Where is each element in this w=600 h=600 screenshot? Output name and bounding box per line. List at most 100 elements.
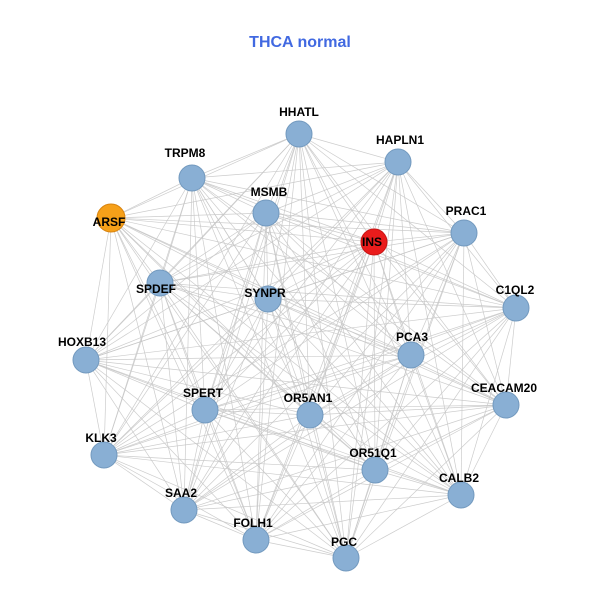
edge-HOXB13-CALB2 <box>85 359 462 496</box>
node-label-folh1: FOLH1 <box>233 516 273 530</box>
edge-OR5AN1-KLK3 <box>103 414 311 456</box>
edge-SPDEF-C1QL2 <box>159 282 517 309</box>
edge-PCA3-SPERT <box>204 354 412 411</box>
node-label-pca3: PCA3 <box>396 330 428 344</box>
edge-INS-CALB2 <box>373 241 462 496</box>
edge-INS-SYNPR <box>267 241 375 300</box>
edge-PCA3-SAA2 <box>183 354 412 511</box>
edge-HOXB13-OR51Q1 <box>85 359 376 471</box>
edge-SPERT-OR51Q1 <box>204 409 376 471</box>
node-label-ins: INS <box>362 235 382 249</box>
node-label-or51q1: OR51Q1 <box>349 446 397 460</box>
edge-PCA3-KLK3 <box>103 354 412 456</box>
node-label-spert: SPERT <box>183 386 224 400</box>
edge-FOLH1-PGC <box>255 539 347 559</box>
edge-KLK3-CALB2 <box>103 454 462 496</box>
edge-HOXB13-OR5AN1 <box>85 359 311 416</box>
edge-ARSF-OR51Q1 <box>110 217 376 471</box>
edge-TRPM8-ARSF <box>110 177 193 219</box>
edge-MSMB-OR51Q1 <box>265 212 376 471</box>
edge-CEACAM20-OR5AN1 <box>309 404 507 416</box>
edge-HHATL-HOXB13 <box>85 133 300 361</box>
node-layer <box>72 120 530 572</box>
node-msmb <box>252 199 280 227</box>
edge-PRAC1-FOLH1 <box>255 232 465 541</box>
edge-HOXB13-PGC <box>85 359 347 559</box>
edge-MSMB-SYNPR <box>265 212 269 300</box>
edge-HHATL-CEACAM20 <box>298 133 507 406</box>
edge-HHATL-HAPLN1 <box>298 133 399 163</box>
chart-title: THCA normal <box>249 34 351 51</box>
edge-TRPM8-C1QL2 <box>191 177 517 309</box>
edge-C1QL2-PCA3 <box>410 307 517 356</box>
edge-PCA3-CEACAM20 <box>410 354 507 406</box>
edge-HHATL-CALB2 <box>298 133 462 496</box>
node-pgc <box>332 544 360 572</box>
edge-SPDEF-SYNPR <box>159 282 269 300</box>
edge-HAPLN1-SYNPR <box>267 161 399 300</box>
edge-MSMB-CEACAM20 <box>265 212 507 406</box>
node-label-hapln1: HAPLN1 <box>376 133 424 147</box>
edge-CEACAM20-KLK3 <box>103 404 507 456</box>
node-calb2 <box>447 481 475 509</box>
edge-ARSF-C1QL2 <box>110 217 517 309</box>
edge-C1QL2-HOXB13 <box>85 307 517 361</box>
node-folh1 <box>242 526 270 554</box>
edge-HOXB13-CEACAM20 <box>85 359 507 406</box>
edge-CEACAM20-SPERT <box>204 404 507 411</box>
edge-SYNPR-HOXB13 <box>85 298 269 361</box>
node-or51q1 <box>361 456 389 484</box>
edge-HHATL-INS <box>298 133 375 243</box>
edge-INS-FOLH1 <box>255 241 375 541</box>
edge-PRAC1-C1QL2 <box>463 232 517 309</box>
edge-C1QL2-FOLH1 <box>255 307 517 541</box>
edge-HOXB13-SPERT <box>85 359 206 411</box>
edge-HAPLN1-SPERT <box>204 161 399 411</box>
edge-MSMB-PCA3 <box>265 212 412 356</box>
node-label-ceacam20: CEACAM20 <box>471 381 537 395</box>
edge-OR5AN1-PGC <box>309 414 347 559</box>
edge-HAPLN1-SPDEF <box>159 161 399 284</box>
edge-ARSF-INS <box>110 217 375 243</box>
edge-SYNPR-PCA3 <box>267 298 412 356</box>
edge-ARSF-KLK3 <box>103 217 112 456</box>
node-label-saa2: SAA2 <box>165 486 197 500</box>
edge-HAPLN1-PGC <box>345 161 399 559</box>
edge-INS-SAA2 <box>183 241 375 511</box>
edge-HAPLN1-OR51Q1 <box>374 161 399 471</box>
node-label-or5an1: OR5AN1 <box>284 391 333 405</box>
node-label-pgc: PGC <box>331 535 357 549</box>
edge-ARSF-CALB2 <box>110 217 462 496</box>
edge-OR51Q1-PGC <box>345 469 376 559</box>
edge-PCA3-HOXB13 <box>85 354 412 361</box>
edge-OR5AN1-OR51Q1 <box>309 414 376 471</box>
edge-HOXB13-SAA2 <box>85 359 185 511</box>
node-ins <box>360 228 388 256</box>
edge-ARSF-SPERT <box>110 217 206 411</box>
edge-ARSF-HOXB13 <box>85 217 112 361</box>
edge-PRAC1-SAA2 <box>183 232 465 511</box>
edge-KLK3-PGC <box>103 454 347 559</box>
edge-MSMB-ARSF <box>110 212 267 219</box>
edge-OR5AN1-SAA2 <box>183 414 311 511</box>
edge-CALB2-FOLH1 <box>255 494 462 541</box>
edge-C1QL2-PGC <box>345 307 517 559</box>
edge-HAPLN1-HOXB13 <box>85 161 399 361</box>
node-label-calb2: CALB2 <box>439 471 479 485</box>
edge-TRPM8-HOXB13 <box>85 177 193 361</box>
edge-HHATL-C1QL2 <box>298 133 517 309</box>
edge-INS-C1QL2 <box>373 241 517 309</box>
edge-TRPM8-MSMB <box>191 177 267 214</box>
edge-KLK3-OR51Q1 <box>103 454 376 471</box>
node-hoxb13 <box>72 346 100 374</box>
node-label-msmb: MSMB <box>251 185 288 199</box>
edge-C1QL2-OR51Q1 <box>374 307 517 471</box>
edge-CEACAM20-PGC <box>345 404 507 559</box>
edge-HAPLN1-OR5AN1 <box>309 161 399 416</box>
edge-C1QL2-CEACAM20 <box>505 307 517 406</box>
edge-SPDEF-PCA3 <box>159 282 412 356</box>
edge-PRAC1-INS <box>373 232 465 243</box>
edge-TRPM8-PGC <box>191 177 347 559</box>
node-label-arsf: ARSF <box>93 215 126 229</box>
